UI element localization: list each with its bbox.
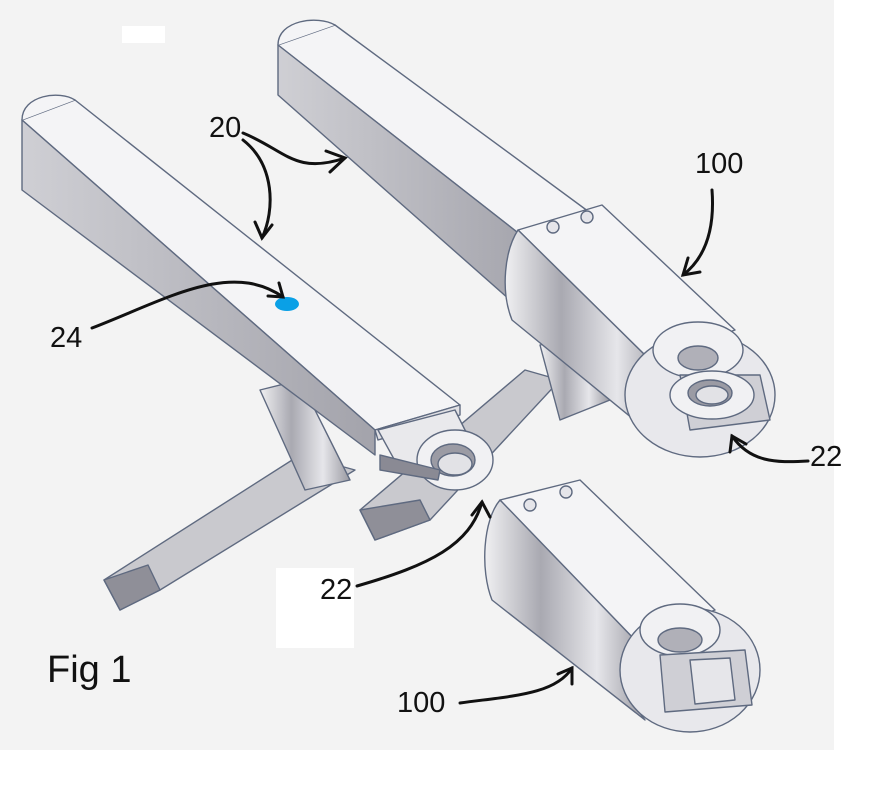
label-100-top: 100	[695, 148, 744, 180]
leader-arrows	[90, 131, 810, 705]
arrowhead-20-right	[324, 149, 348, 174]
arrow-100-bottom	[458, 666, 574, 705]
label-24: 24	[50, 322, 83, 354]
label-22-right: 22	[810, 441, 843, 473]
arrowhead-22-right	[728, 433, 748, 454]
arrowhead-20-left	[253, 220, 274, 241]
arrow-20-to-right-handle	[241, 131, 347, 166]
arrow-22-right	[730, 434, 810, 464]
arrowhead-22-left	[470, 499, 492, 519]
arrowhead-100-bottom	[556, 665, 574, 686]
arrowhead-100-top	[680, 256, 702, 277]
handle-left	[21, 94, 494, 491]
handle-right	[277, 19, 601, 301]
arrow-20-to-left-handle	[241, 138, 272, 240]
blank-patch-center	[276, 568, 354, 648]
marker-dot-24	[275, 297, 299, 311]
label-100-bottom: 100	[397, 687, 446, 719]
connector-upper	[504, 204, 776, 458]
connector-lower	[484, 479, 761, 733]
lower-blades	[103, 329, 611, 611]
blank-patch-top	[122, 26, 165, 43]
arrowhead-24	[266, 281, 286, 299]
arrow-24	[90, 280, 285, 330]
label-20: 20	[209, 112, 242, 144]
label-22-left: 22	[320, 574, 353, 606]
arrow-22-left	[355, 500, 484, 588]
figure-caption: Fig 1	[47, 649, 132, 691]
arrow-100-top	[681, 188, 715, 277]
